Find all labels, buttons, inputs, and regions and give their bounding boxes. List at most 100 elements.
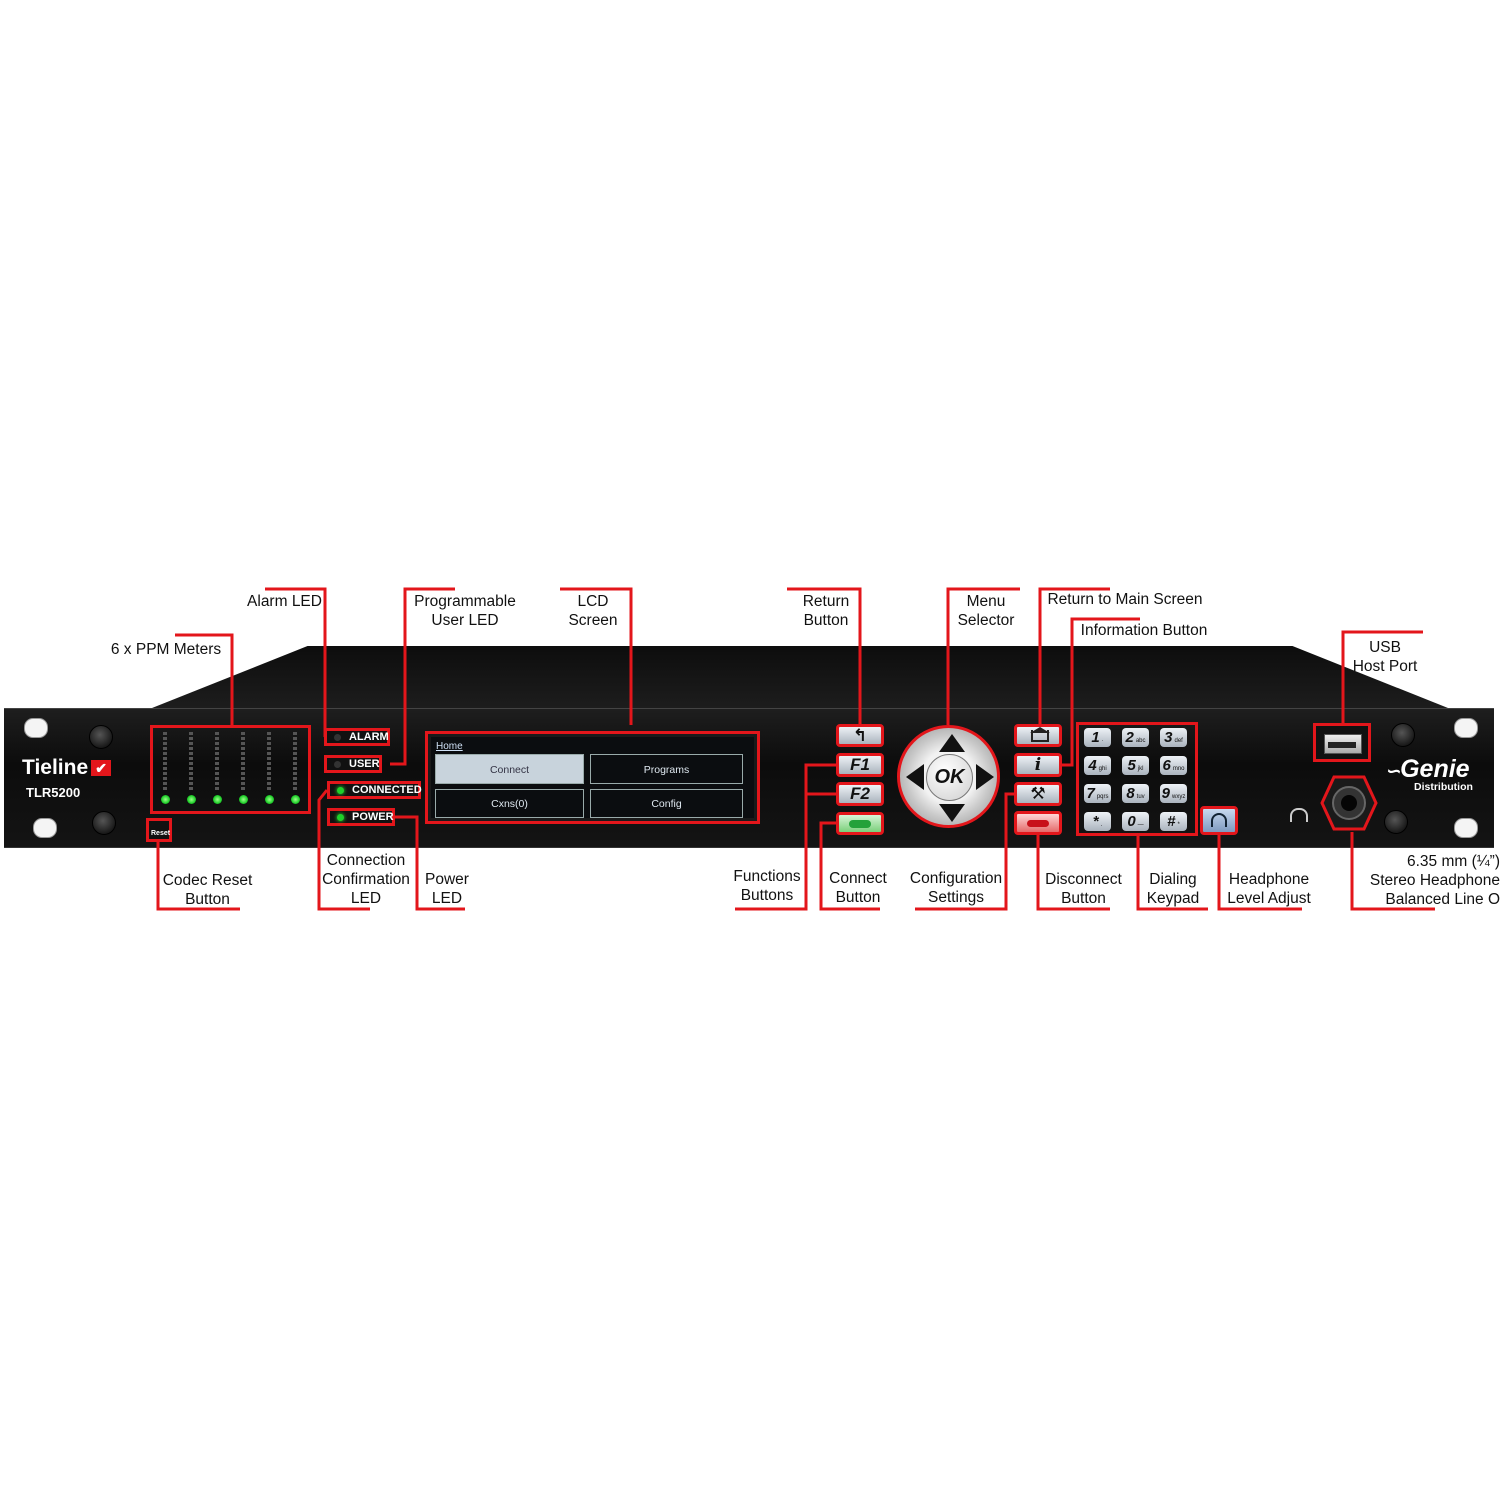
ppm-meter-column — [163, 732, 167, 792]
screw — [1391, 723, 1415, 747]
lcd-programs-button[interactable]: Programs — [590, 754, 743, 784]
keypad-key-letters: · — [1101, 738, 1104, 744]
reset-button[interactable]: Reset — [146, 818, 172, 842]
meter-segment — [241, 742, 245, 745]
callout-codec-reset: Codec Reset Button — [162, 872, 253, 908]
meter-segment — [293, 772, 297, 775]
meter-led — [187, 795, 196, 804]
keypad-key-digit: * — [1092, 813, 1099, 830]
down-arrow-icon[interactable] — [939, 804, 965, 822]
ppm-meters — [150, 725, 311, 814]
meter-segment — [293, 762, 297, 765]
keypad-key-digit: 5 — [1127, 757, 1136, 774]
meter-segment — [241, 777, 245, 780]
usb-host-port[interactable] — [1313, 723, 1371, 762]
lcd-connections-button[interactable]: Cxns(0) — [435, 789, 584, 818]
screw — [1384, 810, 1408, 834]
meter-segment — [241, 747, 245, 750]
led-dot — [334, 734, 341, 741]
leader-info — [1062, 617, 1140, 767]
meter-segment — [293, 787, 297, 790]
meter-segment — [215, 767, 219, 770]
callout-headphone-out: 6.35 mm (¼”) Stereo Headphone Balanced L… — [1369, 853, 1500, 908]
lcd-connect-button[interactable]: Connect — [435, 754, 584, 784]
keypad-key-letters: def — [1174, 738, 1183, 744]
partner-sub: Distribution — [1414, 781, 1473, 793]
rack-hole — [1454, 718, 1478, 738]
callout-usb: USB Host Port — [1352, 639, 1418, 675]
keypad-key-letters: . — [1100, 822, 1103, 828]
model-name: TLR5200 — [26, 785, 81, 800]
meter-segment — [241, 762, 245, 765]
keypad-key[interactable]: 0— — [1122, 812, 1149, 831]
return-button[interactable]: ↰ — [836, 724, 884, 747]
leader-meters — [175, 633, 234, 725]
right-arrow-icon[interactable] — [976, 764, 994, 790]
meter-segment — [189, 767, 193, 770]
home-button[interactable] — [1014, 724, 1062, 747]
information-button[interactable]: i — [1014, 753, 1062, 777]
disconnect-button[interactable] — [1014, 811, 1062, 835]
meter-led — [161, 795, 170, 804]
connect-button[interactable] — [836, 812, 884, 835]
meter-segment — [267, 767, 271, 770]
headphone-level-button[interactable] — [1200, 806, 1238, 835]
meter-segment — [267, 742, 271, 745]
meter-segment — [267, 752, 271, 755]
connected-led: CONNECTED — [327, 781, 422, 799]
meter-segment — [189, 772, 193, 775]
brand-logo: Tieline✔ — [22, 756, 112, 780]
f2-button[interactable]: F2 — [836, 782, 884, 806]
meter-segment — [293, 767, 297, 770]
meter-segment — [163, 762, 167, 765]
meter-led — [213, 795, 222, 804]
keypad-key-digit: 8 — [1126, 785, 1135, 802]
f1-button[interactable]: F1 — [836, 753, 884, 777]
rack-hole — [1454, 818, 1478, 838]
menu-selector[interactable]: OK — [897, 725, 1000, 828]
connected-label: CONNECTED — [352, 784, 422, 796]
meter-segment — [267, 737, 271, 740]
leader-lcd — [560, 587, 633, 725]
keypad-key-digit: 6 — [1162, 757, 1171, 774]
keypad-key[interactable]: #* — [1160, 812, 1187, 831]
leader-keypad — [1136, 836, 1208, 911]
keypad-key[interactable]: *. — [1084, 812, 1111, 831]
meter-segment — [293, 777, 297, 780]
leader-functions — [735, 763, 836, 911]
leader-alarm — [265, 587, 327, 737]
meter-segment — [215, 762, 219, 765]
meter-segment — [189, 762, 193, 765]
configuration-button[interactable]: ⚒ — [1014, 782, 1062, 806]
meter-segment — [267, 772, 271, 775]
meter-segment — [241, 767, 245, 770]
keypad-key-digit: # — [1167, 813, 1176, 830]
left-arrow-icon[interactable] — [906, 764, 924, 790]
headphone-jack[interactable] — [1320, 774, 1378, 832]
meter-segment — [241, 752, 245, 755]
up-arrow-icon[interactable] — [939, 734, 965, 752]
power-label: POWER — [352, 811, 394, 823]
ok-button[interactable]: OK — [926, 754, 973, 801]
ppm-meter-column — [189, 732, 193, 792]
ppm-meter-column — [267, 732, 271, 792]
keypad-key-letters: pqrs — [1096, 794, 1109, 800]
meter-segment — [189, 747, 193, 750]
screw — [89, 725, 113, 749]
reset-label: Reset — [151, 830, 171, 837]
user-label: USER — [349, 758, 380, 770]
meter-segment — [163, 757, 167, 760]
keypad-key-digit: 2 — [1125, 729, 1134, 746]
meter-segment — [163, 737, 167, 740]
keypad-key[interactable]: 1· — [1084, 728, 1111, 747]
lcd-config-button[interactable]: Config — [590, 789, 743, 818]
callout-alarm-led: Alarm LED — [247, 593, 322, 610]
